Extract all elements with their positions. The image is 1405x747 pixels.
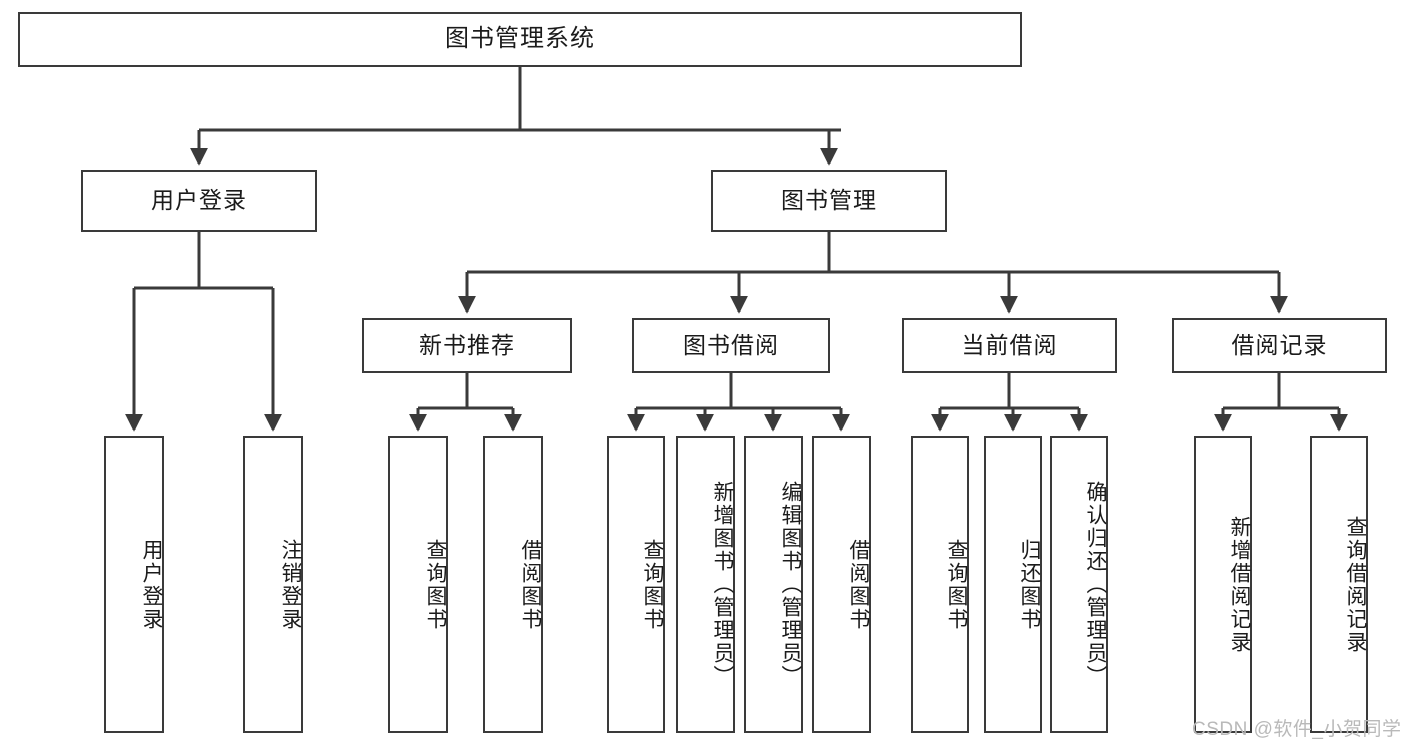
node-leaf-confirm-return-admin[interactable]: 确认归还（管理员） — [1050, 436, 1108, 733]
node-leaf-add-book-admin[interactable]: 新增图书（管理员） — [676, 436, 735, 733]
node-level3-current-borrow[interactable]: 当前借阅 — [902, 318, 1117, 373]
node-root-book-management-system[interactable]: 图书管理系统 — [18, 12, 1022, 67]
node-level3-new-book-recommend[interactable]: 新书推荐 — [362, 318, 572, 373]
leaf-label: 新增借阅记录 — [1228, 515, 1251, 654]
node-leaf-borrow-books-recommend[interactable]: 借阅图书 — [483, 436, 543, 733]
node-level2-user-login[interactable]: 用户登录 — [81, 170, 317, 232]
leaf-label: 查询图书 — [424, 538, 447, 631]
leaf-label: 查询图书 — [945, 538, 968, 631]
node-leaf-query-borrow-record[interactable]: 查询借阅记录 — [1310, 436, 1368, 733]
leaf-label: 用户登录 — [140, 538, 163, 631]
node-leaf-return-books[interactable]: 归还图书 — [984, 436, 1042, 733]
node-level3-book-borrow[interactable]: 图书借阅 — [632, 318, 830, 373]
node-leaf-borrow-books[interactable]: 借阅图书 — [812, 436, 871, 733]
leaf-label: 注销登录 — [279, 538, 302, 631]
leaf-label: 借阅图书 — [847, 538, 870, 631]
node-leaf-add-borrow-record[interactable]: 新增借阅记录 — [1194, 436, 1252, 733]
leaf-label: 新增图书（管理员） — [711, 481, 734, 688]
node-leaf-logout-login[interactable]: 注销登录 — [243, 436, 303, 733]
node-leaf-query-books-current[interactable]: 查询图书 — [911, 436, 969, 733]
leaf-label: 查询图书 — [641, 538, 664, 631]
node-level2-book-management[interactable]: 图书管理 — [711, 170, 947, 232]
node-leaf-query-books-recommend[interactable]: 查询图书 — [388, 436, 448, 733]
leaf-label: 编辑图书（管理员） — [779, 481, 802, 688]
node-leaf-edit-book-admin[interactable]: 编辑图书（管理员） — [744, 436, 803, 733]
leaf-label: 归还图书 — [1018, 538, 1041, 631]
leaf-label: 借阅图书 — [519, 538, 542, 631]
leaf-label: 确认归还（管理员） — [1084, 481, 1107, 688]
leaf-label: 查询借阅记录 — [1344, 515, 1367, 654]
node-level3-borrow-records[interactable]: 借阅记录 — [1172, 318, 1387, 373]
csdn-watermark: CSDN @软件_小贺同学 — [1192, 719, 1402, 740]
node-leaf-query-books-borrow[interactable]: 查询图书 — [607, 436, 665, 733]
node-leaf-user-login[interactable]: 用户登录 — [104, 436, 164, 733]
